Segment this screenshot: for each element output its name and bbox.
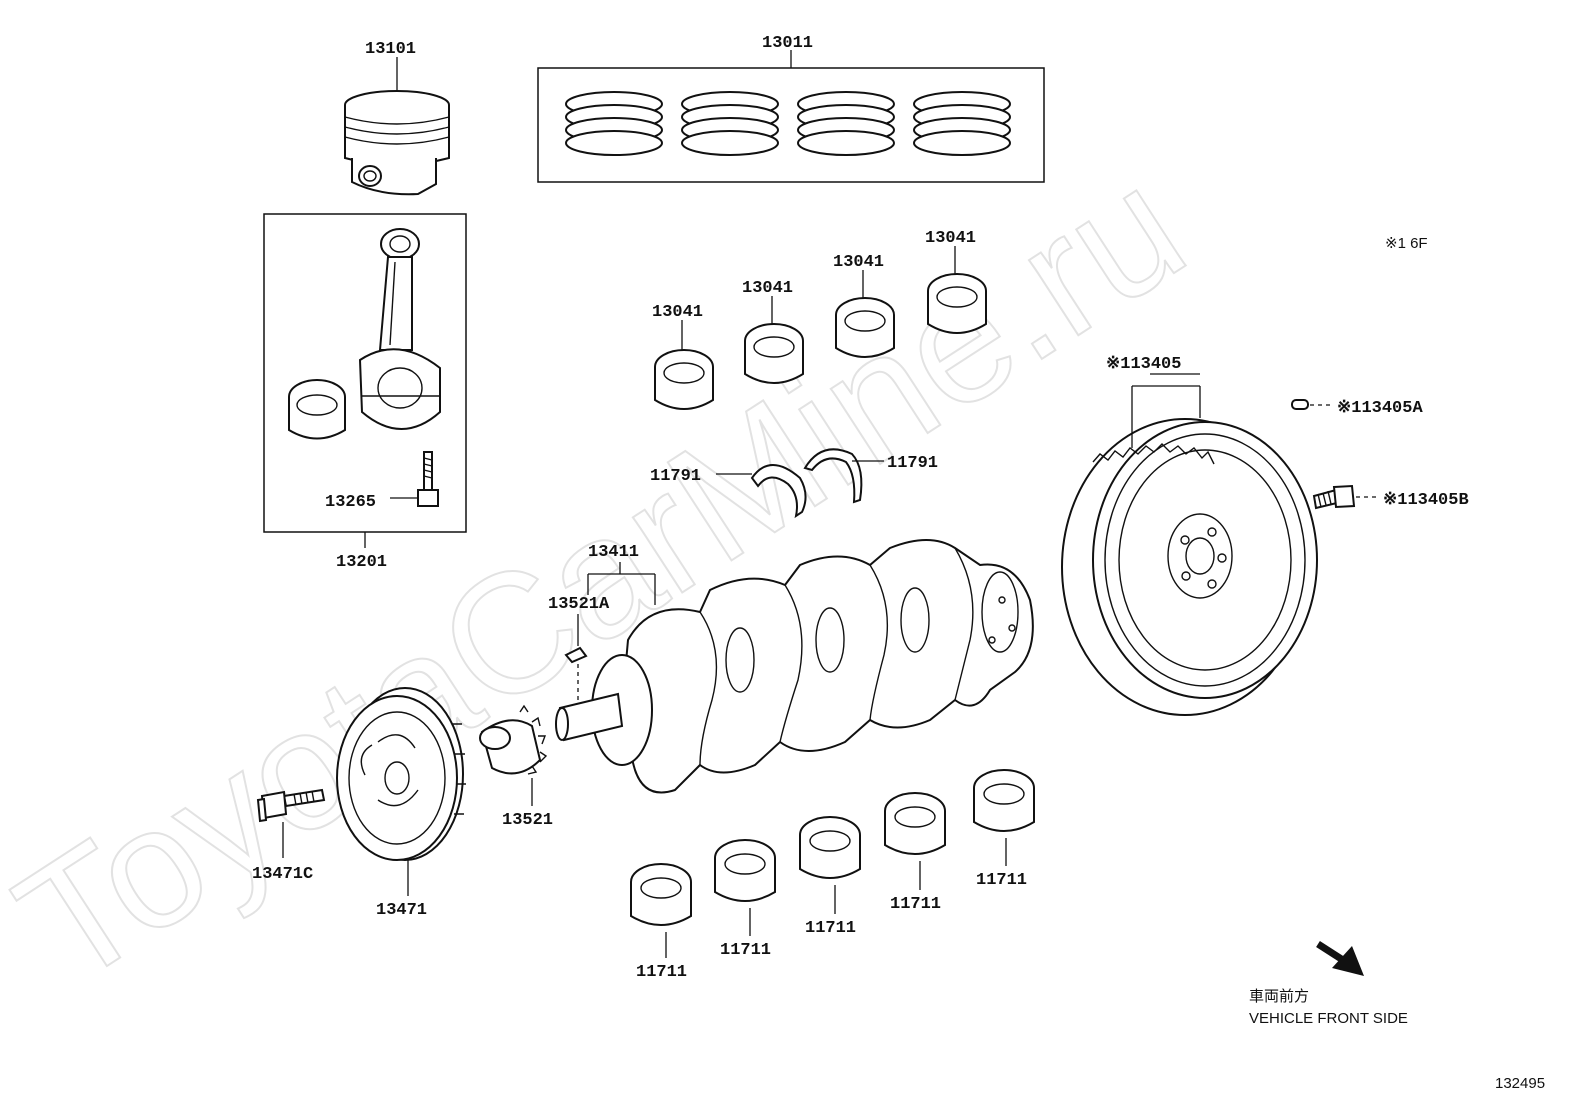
label-rod-bearing-1: 13041 [652,303,703,322]
label-pulley: 13471 [376,901,427,920]
label-piston: 13101 [365,40,416,59]
label-main-bearing-5: 11711 [976,871,1027,890]
piston-ring-group-4[interactable] [913,91,1011,156]
figure-number: 132495 [1495,1075,1545,1092]
label-crank-gear: 13521 [502,811,553,830]
rod-bearing-2[interactable] [744,323,804,384]
main-bearing-2[interactable] [714,839,776,902]
piston-ring-group-1[interactable] [565,91,663,156]
connecting-rod[interactable] [358,228,441,430]
rod-bearing-4[interactable] [927,273,987,334]
label-rod-bearing-3: 13041 [833,253,884,272]
pulley-bolt[interactable] [256,788,326,823]
label-main-bearing-3: 11711 [805,919,856,938]
crank-key[interactable] [564,646,588,664]
label-rod-bearing-2: 13041 [742,279,793,298]
crankshaft[interactable] [555,539,1034,794]
thrust-washer-left[interactable] [750,464,807,519]
label-rod-bearing-4: 13041 [925,229,976,248]
label-thrust-washer-right: 11791 [887,454,938,473]
label-crank-key: 13521A [548,595,610,614]
label-rod-bolt: 13265 [325,493,376,512]
direction-label-jp: 車両前方 [1249,988,1309,1005]
front-arrow-icon [1316,941,1364,976]
main-bearing-5[interactable] [973,769,1035,832]
flywheel[interactable] [1061,418,1318,716]
crank-pulley[interactable] [336,687,466,861]
rod-bearing-1[interactable] [654,349,714,410]
label-flywheel-bolt: ※113405B [1383,491,1469,510]
label-flywheel-pin: ※113405A [1337,399,1423,418]
crank-timing-gear[interactable] [479,704,548,775]
flywheel-bolt[interactable] [1312,484,1356,510]
main-bearing-4[interactable] [884,792,946,855]
label-pulley-bolt: 13471C [252,865,313,884]
watermark-text: ToyotaCarMine.ru [0,131,1215,1021]
main-bearing-1[interactable] [630,863,692,926]
label-main-bearing-4: 11711 [890,895,941,914]
label-main-bearing-1: 11711 [636,963,687,982]
main-bearing-3[interactable] [799,816,861,879]
rod-bearing-3[interactable] [835,297,895,358]
label-crankshaft: 13411 [588,543,639,562]
thrust-washer-right[interactable] [803,448,863,504]
rod-bearing-shell[interactable] [288,379,346,440]
note-code: ※1 6F [1385,235,1428,252]
label-thrust-washer-left: 11791 [650,467,701,486]
rod-bolt[interactable] [417,451,439,507]
piston[interactable] [344,90,450,196]
flywheel-pin[interactable] [1291,399,1309,410]
label-flywheel: ※113405 [1106,355,1181,374]
piston-ring-group-2[interactable] [681,91,779,156]
direction-label-en: VEHICLE FRONT SIDE [1249,1010,1408,1027]
label-main-bearing-2: 11711 [720,941,771,960]
piston-ring-group-3[interactable] [797,91,895,156]
label-rod-assembly: 13201 [336,553,387,572]
label-ring-set: 13011 [762,34,813,53]
